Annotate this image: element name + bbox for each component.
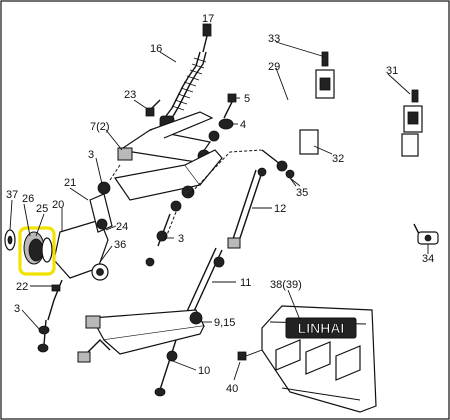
label-22: 22 xyxy=(16,281,28,293)
label-37: 37 xyxy=(6,189,18,201)
label-24: 24 xyxy=(116,221,128,233)
bracket-33 xyxy=(315,51,335,99)
lower-arm-9-15 xyxy=(77,309,205,363)
lower-bolt-3 xyxy=(37,319,50,353)
label-40: 40 xyxy=(226,383,238,395)
dashed-guide-1 xyxy=(187,149,263,197)
label-33: 33 xyxy=(268,33,280,45)
label-23: 23 xyxy=(124,89,136,101)
label-17: 17 xyxy=(202,13,214,25)
label-9-15: 9,15 xyxy=(214,317,235,329)
bolt-35 xyxy=(285,169,301,187)
label-3-middle: 3 xyxy=(178,233,184,245)
tie-rod-12 xyxy=(227,167,267,249)
label-5: 5 xyxy=(244,93,250,105)
label-32: 32 xyxy=(332,153,344,165)
label-11: 11 xyxy=(240,277,251,289)
bushing-4 xyxy=(218,118,234,130)
label-36: 36 xyxy=(114,239,126,251)
highlight-box xyxy=(18,226,56,276)
bolt-10 xyxy=(154,339,178,397)
label-16: 16 xyxy=(150,43,162,55)
label-38-39: 38(39) xyxy=(270,279,302,291)
dashed-guide-3 xyxy=(109,164,121,181)
label-26: 26 xyxy=(22,193,34,205)
label-35: 35 xyxy=(296,187,308,199)
leader-lines xyxy=(9,24,429,381)
label-4: 4 xyxy=(240,119,246,131)
tie-rod-11 xyxy=(183,247,225,321)
label-31: 31 xyxy=(386,65,398,77)
label-34: 34 xyxy=(422,253,434,265)
label-29: 29 xyxy=(268,61,280,73)
bolt-5 xyxy=(223,93,237,119)
bolt-40 xyxy=(237,349,263,361)
bolt-23 xyxy=(145,99,161,117)
hub-assembly xyxy=(4,226,56,276)
label-25: 25 xyxy=(36,203,48,215)
bolt-3-middle xyxy=(145,213,171,267)
label-3-upper: 3 xyxy=(88,149,94,161)
bushing-32 xyxy=(299,129,419,157)
label-3-lower: 3 xyxy=(14,303,20,315)
label-21: 21 xyxy=(64,177,76,189)
label-7-2: 7(2) xyxy=(90,121,110,133)
label-20: 20 xyxy=(52,199,64,211)
skid-plate xyxy=(261,305,377,413)
linhai-logo: LINHAI xyxy=(298,320,345,336)
stabilizer-bar xyxy=(260,110,426,223)
lower-a-arm xyxy=(113,149,223,212)
bracket-31 xyxy=(403,89,423,133)
label-12: 12 xyxy=(274,203,286,215)
label-10: 10 xyxy=(198,365,210,377)
end-link-34 xyxy=(413,223,439,245)
